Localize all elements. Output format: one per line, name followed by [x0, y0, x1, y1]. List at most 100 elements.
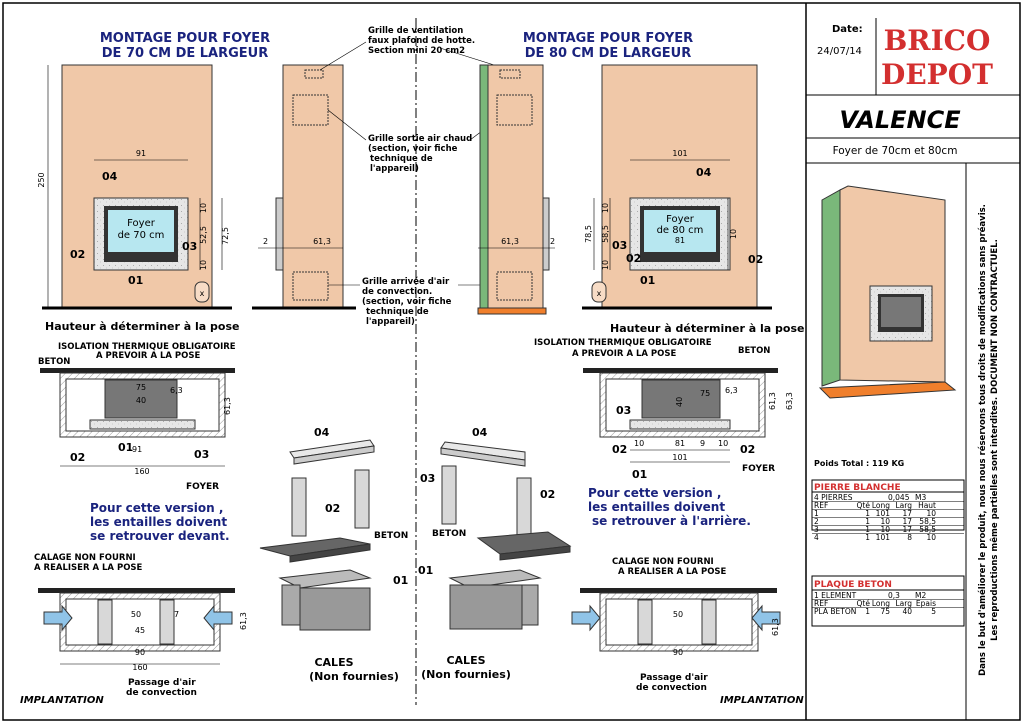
svg-text:BETON: BETON — [374, 531, 408, 541]
svg-text:A REALISER A LA POSE: A REALISER A LA POSE — [34, 563, 143, 573]
svg-text:technique de: technique de — [366, 307, 429, 317]
svg-text:04: 04 — [102, 170, 118, 183]
svg-text:CALES: CALES — [314, 656, 353, 669]
plan-view-70: ISOLATION THERMIQUE OBLIGATOIRE A PREVOI… — [38, 342, 236, 492]
svg-text:A PREVOIR A LA POSE: A PREVOIR A LA POSE — [96, 351, 201, 361]
svg-text:40: 40 — [136, 396, 146, 405]
table-cell: 17 — [902, 525, 912, 534]
hauteur-note-70: Hauteur à déterminer à la pose — [45, 320, 240, 333]
table-cell: PLA BETON — [814, 607, 856, 616]
table-cell: REF — [814, 501, 828, 510]
dim-101: 101 — [672, 149, 687, 158]
svg-text:04: 04 — [314, 426, 330, 439]
svg-text:de convection: de convection — [636, 683, 707, 693]
svg-text:01: 01 — [632, 468, 647, 481]
disclaimer-2: Les reproductions même partielles sont i… — [989, 239, 1000, 641]
svg-text:Passage d'air: Passage d'air — [640, 673, 708, 683]
svg-text:ISOLATION THERMIQUE OBLIGATOIR: ISOLATION THERMIQUE OBLIGATOIRE — [58, 342, 236, 352]
table-cell: 17 — [902, 517, 912, 526]
table-cell: Long — [872, 501, 890, 510]
glass-70 — [108, 210, 174, 252]
table-cell: 10 — [926, 509, 936, 518]
svg-text:1 ELEMENT: 1 ELEMENT — [814, 591, 857, 600]
table-cell: 58,5 — [919, 525, 936, 534]
svg-text:75: 75 — [700, 389, 710, 398]
svg-text:BETON: BETON — [738, 346, 770, 356]
svg-text:40: 40 — [675, 397, 684, 407]
svg-text:0,3: 0,3 — [888, 591, 900, 600]
table-cell: 40 — [902, 607, 912, 616]
svg-text:02: 02 — [70, 451, 85, 464]
svg-text:l'appareil): l'appareil) — [366, 317, 415, 327]
table-cell: 1 — [865, 525, 870, 534]
svg-text:PLAQUE BETON: PLAQUE BETON — [814, 580, 892, 590]
svg-text:(section, voir fiche: (section, voir fiche — [362, 297, 452, 307]
dim-91: 91 — [136, 149, 146, 158]
model-name: VALENCE — [839, 106, 961, 134]
svg-text:02: 02 — [740, 443, 755, 456]
svg-text:02: 02 — [540, 488, 555, 501]
table-cell: 75 — [880, 607, 890, 616]
title-70-line1: MONTAGE POUR FOYER — [100, 31, 270, 46]
table-cell: 101 — [876, 509, 891, 518]
table-cell: 10 — [880, 517, 890, 526]
svg-text:Section mini 20 cm2: Section mini 20 cm2 — [368, 46, 465, 56]
svg-text:81: 81 — [675, 236, 685, 245]
exploded-view-80: 04 03 02 BETON 01 CALES (Non fournies) — [418, 426, 572, 681]
table-cell: 101 — [876, 533, 891, 542]
svg-text:x: x — [200, 289, 205, 298]
svg-text:01: 01 — [118, 441, 133, 454]
title-block: Date: 24/07/14 BRICO DEPOT VALENCE Foyer… — [806, 18, 1020, 720]
svg-text:CALES: CALES — [446, 654, 485, 667]
glass-80 — [644, 210, 716, 252]
svg-text:90: 90 — [673, 648, 683, 657]
svg-text:02: 02 — [626, 252, 641, 265]
front-view-80: 101 Foyer de 80 cm 81 10 58,5 10 78,5 10… — [582, 64, 805, 335]
implantation-70: CALAGE NON FOURNI A REALISER A LA POSE 5… — [20, 553, 248, 706]
svg-text:03: 03 — [616, 404, 631, 417]
svg-text:FOYER: FOYER — [742, 464, 775, 474]
table-cell: REF — [814, 599, 828, 608]
table-cell: 4 — [814, 533, 819, 542]
svg-text:2: 2 — [550, 237, 555, 246]
svg-text:7: 7 — [174, 610, 179, 619]
svg-text:BETON: BETON — [38, 357, 70, 367]
svg-text:61,3: 61,3 — [239, 612, 248, 630]
table-cell: Larg — [896, 599, 913, 608]
svg-text:01: 01 — [640, 274, 655, 287]
side-view-80: 61,3 2 — [477, 64, 555, 315]
svg-text:01: 01 — [393, 574, 408, 587]
svg-text:81: 81 — [675, 439, 685, 448]
table-cell: 1 — [865, 517, 870, 526]
date-label: Date: — [832, 24, 863, 35]
svg-text:10: 10 — [634, 439, 644, 448]
svg-text:Grille de ventilation: Grille de ventilation — [368, 26, 463, 36]
svg-text:Pour cette version ,: Pour cette version , — [588, 486, 721, 500]
svg-text:58,5: 58,5 — [601, 225, 610, 243]
title-70-line2: DE 70 CM DE LARGEUR — [102, 46, 269, 61]
svg-text:03: 03 — [612, 239, 627, 252]
svg-text:78,5: 78,5 — [584, 225, 593, 243]
table-cell: Epais — [916, 599, 936, 608]
svg-text:A PREVOIR A LA POSE: A PREVOIR A LA POSE — [572, 349, 677, 359]
svg-text:(Non fournies): (Non fournies) — [421, 668, 511, 681]
table-cell: 58,5 — [919, 517, 936, 526]
svg-text:se retrouver devant.: se retrouver devant. — [90, 529, 230, 543]
foyer-70-label1: Foyer — [127, 218, 156, 229]
exploded-view-70: 04 02 BETON 01 CALES (Non fournies) — [259, 426, 408, 683]
front-view-70: 250 91 Foyer de 70 cm 10 52,5 10 72,5 04… — [37, 64, 240, 333]
svg-text:160: 160 — [134, 467, 149, 476]
svg-text:10: 10 — [718, 439, 728, 448]
table-cell: Larg — [896, 501, 913, 510]
table-cell: 8 — [907, 533, 912, 542]
svg-text:BETON: BETON — [432, 529, 466, 539]
product-illustration — [818, 185, 957, 399]
svg-text:02: 02 — [70, 248, 85, 261]
svg-text:de convection: de convection — [126, 688, 197, 698]
brand-line1: BRICO — [884, 24, 991, 57]
disclaimer-1: Dans le but d'améliorer le produit, nous… — [977, 204, 988, 676]
svg-text:01: 01 — [418, 564, 433, 577]
svg-text:ISOLATION THERMIQUE OBLIGATOIR: ISOLATION THERMIQUE OBLIGATOIRE — [534, 338, 712, 348]
